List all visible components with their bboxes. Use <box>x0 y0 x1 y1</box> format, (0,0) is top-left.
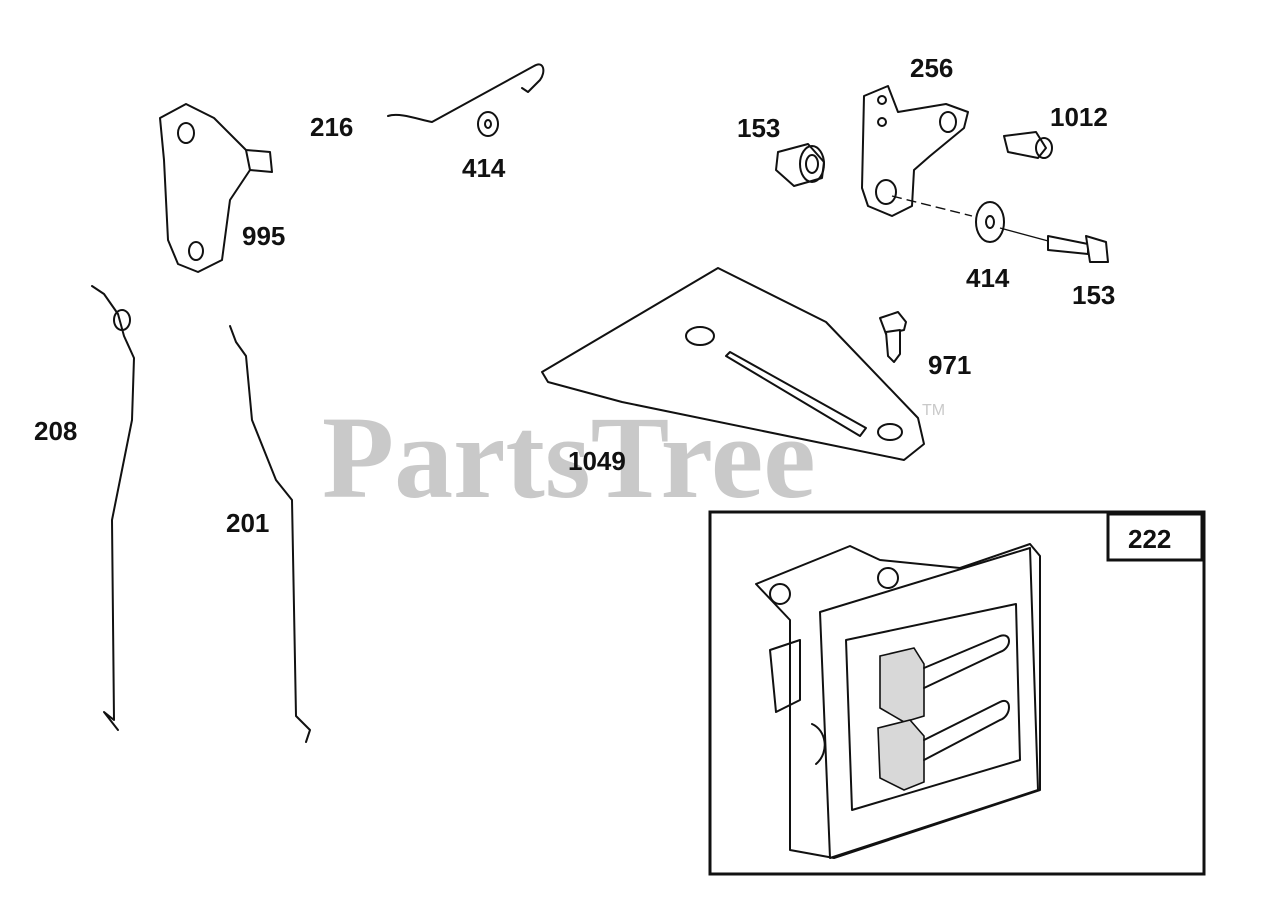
part-1049-plate <box>541 267 925 461</box>
part-256-bracket <box>861 85 969 217</box>
label-414-lower: 414 <box>966 263 1010 293</box>
assembly-line <box>891 195 973 217</box>
assembly-line-2 <box>999 227 1053 243</box>
part-216-wire <box>387 63 545 123</box>
label-1012: 1012 <box>1050 102 1108 132</box>
part-201-rod <box>229 325 311 743</box>
part-971-screw <box>879 311 907 363</box>
part-labels: 995 216 414 153 256 1012 414 153 971 208… <box>34 53 1171 554</box>
part-414-washer-lower <box>975 201 1005 243</box>
inset-222 <box>708 510 1206 876</box>
label-971: 971 <box>928 350 971 380</box>
part-414-washer-upper <box>477 111 499 137</box>
watermark-tm: TM <box>922 402 945 419</box>
label-1049: 1049 <box>568 446 626 476</box>
label-256: 256 <box>910 53 953 83</box>
label-414-upper: 414 <box>462 153 506 183</box>
part-995-bracket <box>159 103 273 273</box>
label-995: 995 <box>242 221 285 251</box>
label-153-bushing: 153 <box>737 113 780 143</box>
part-1012-stud <box>1003 131 1053 159</box>
label-208: 208 <box>34 416 77 446</box>
label-201: 201 <box>226 508 269 538</box>
label-216: 216 <box>310 112 353 142</box>
label-153-bolt: 153 <box>1072 280 1115 310</box>
inset-carburetor <box>755 543 1041 859</box>
part-208-rod <box>91 285 135 731</box>
label-222: 222 <box>1128 524 1171 554</box>
part-153-bolt <box>1047 235 1109 263</box>
part-153-bushing <box>775 143 825 187</box>
